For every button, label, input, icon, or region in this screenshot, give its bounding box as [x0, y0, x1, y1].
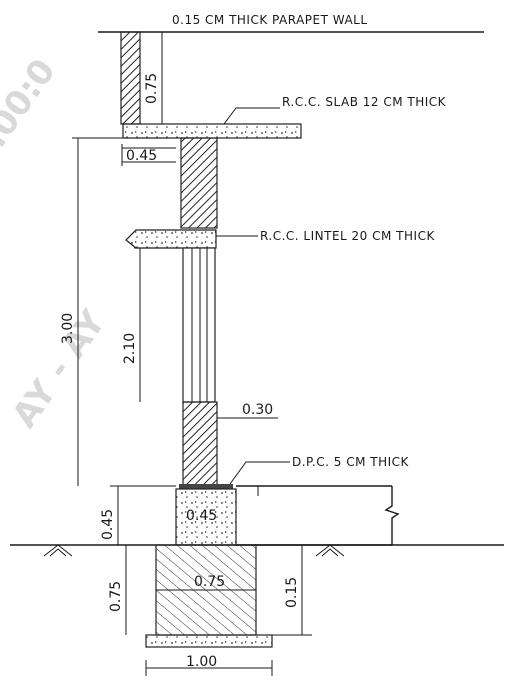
ground-symbol-right [315, 544, 345, 557]
slab-offset-dim: 0.45 [126, 148, 157, 164]
dpc-leader [229, 461, 290, 485]
window-opening [182, 247, 216, 403]
sill-wall [182, 401, 218, 487]
ground-symbol-left [43, 544, 73, 557]
rcc-slab [122, 123, 302, 139]
watermark-text-2: :00:0 [0, 52, 64, 155]
parapet-height-dim: 0.75 [144, 73, 160, 104]
wall-height-dim: 3.00 [60, 313, 76, 344]
sill-height-dim: 0.30 [242, 402, 273, 418]
window-height-dim: 2.10 [122, 333, 138, 364]
parapet-wall [120, 31, 141, 125]
plinth [175, 488, 237, 546]
foundation-depth-dim: 0.75 [108, 581, 124, 612]
dpc-label: D.P.C. 5 CM THICK [292, 455, 410, 469]
parapet-label: 0.15 CM THICK PARAPET WALL [172, 13, 368, 27]
slab-label: R.C.C. SLAB 12 CM THICK [282, 95, 447, 109]
dpc-layer [179, 484, 233, 489]
slab-leader [223, 107, 280, 125]
watermark: AY - AY :00:0 [0, 52, 114, 435]
lintel-label: R.C.C. LINTEL 20 CM THICK [260, 229, 435, 243]
plinth-height-dim: 0.45 [100, 509, 116, 540]
rcc-lintel [125, 229, 217, 249]
foundation-width-dim: 0.75 [194, 574, 225, 590]
plinth-width-dim: 0.45 [186, 508, 217, 524]
base-concrete [145, 634, 273, 648]
floor-break [384, 486, 400, 545]
footing-width-dim: 1.00 [186, 654, 217, 670]
upper-wall [180, 137, 218, 229]
footing-step-dim: 0.15 [284, 577, 300, 608]
